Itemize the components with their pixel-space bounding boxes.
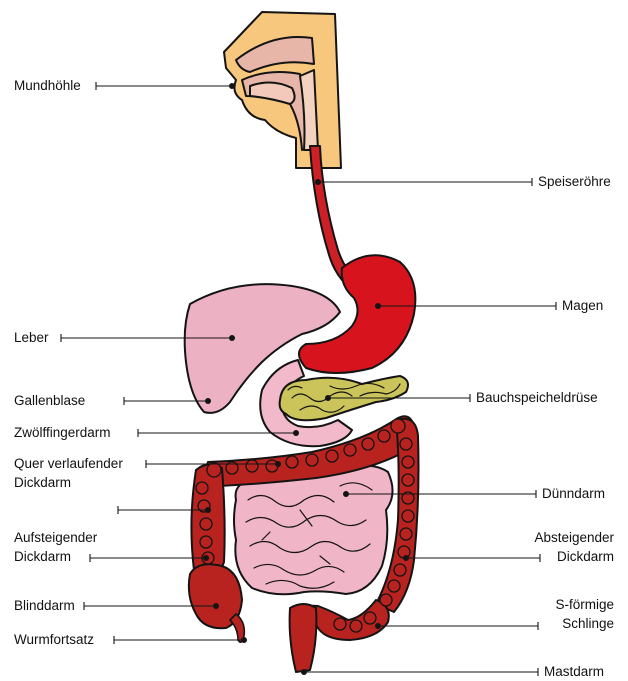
label-gallenblase: Gallenblase xyxy=(14,392,85,410)
label-absteigender-line2: Dickdarm xyxy=(500,548,614,566)
rectum xyxy=(290,604,317,672)
label-absteigender-line1: Absteigender xyxy=(500,529,614,547)
label-mundhoehle: Mundhöhle xyxy=(14,77,81,95)
label-duenndarm: Dünndarm xyxy=(542,485,605,503)
label-leber: Leber xyxy=(14,329,49,347)
label-bauchspeicheldruese: Bauchspeicheldrüse xyxy=(476,389,598,407)
label-wurmfortsatz: Wurmfortsatz xyxy=(14,631,94,649)
label-blinddarm: Blinddarm xyxy=(14,597,75,615)
small-intestine xyxy=(234,465,393,594)
label-aufsteigender-line1: Aufsteigender xyxy=(14,529,97,547)
label-s-schlinge-line1: S-förmige xyxy=(500,596,614,614)
head-profile xyxy=(224,12,341,168)
label-zwoelffingerdarm: Zwölffingerdarm xyxy=(14,424,111,442)
label-aufsteigender-line2: Dickdarm xyxy=(14,548,71,566)
label-s-schlinge-line2: Schlinge xyxy=(500,615,614,633)
label-magen: Magen xyxy=(562,297,603,315)
label-speiseroehre: Speiseröhre xyxy=(538,173,611,191)
label-quer-verlaufender-line1: Quer verlaufender xyxy=(14,455,123,473)
label-quer-verlaufender-line2: Dickdarm xyxy=(14,474,71,492)
label-mastdarm: Mastdarm xyxy=(544,663,604,681)
